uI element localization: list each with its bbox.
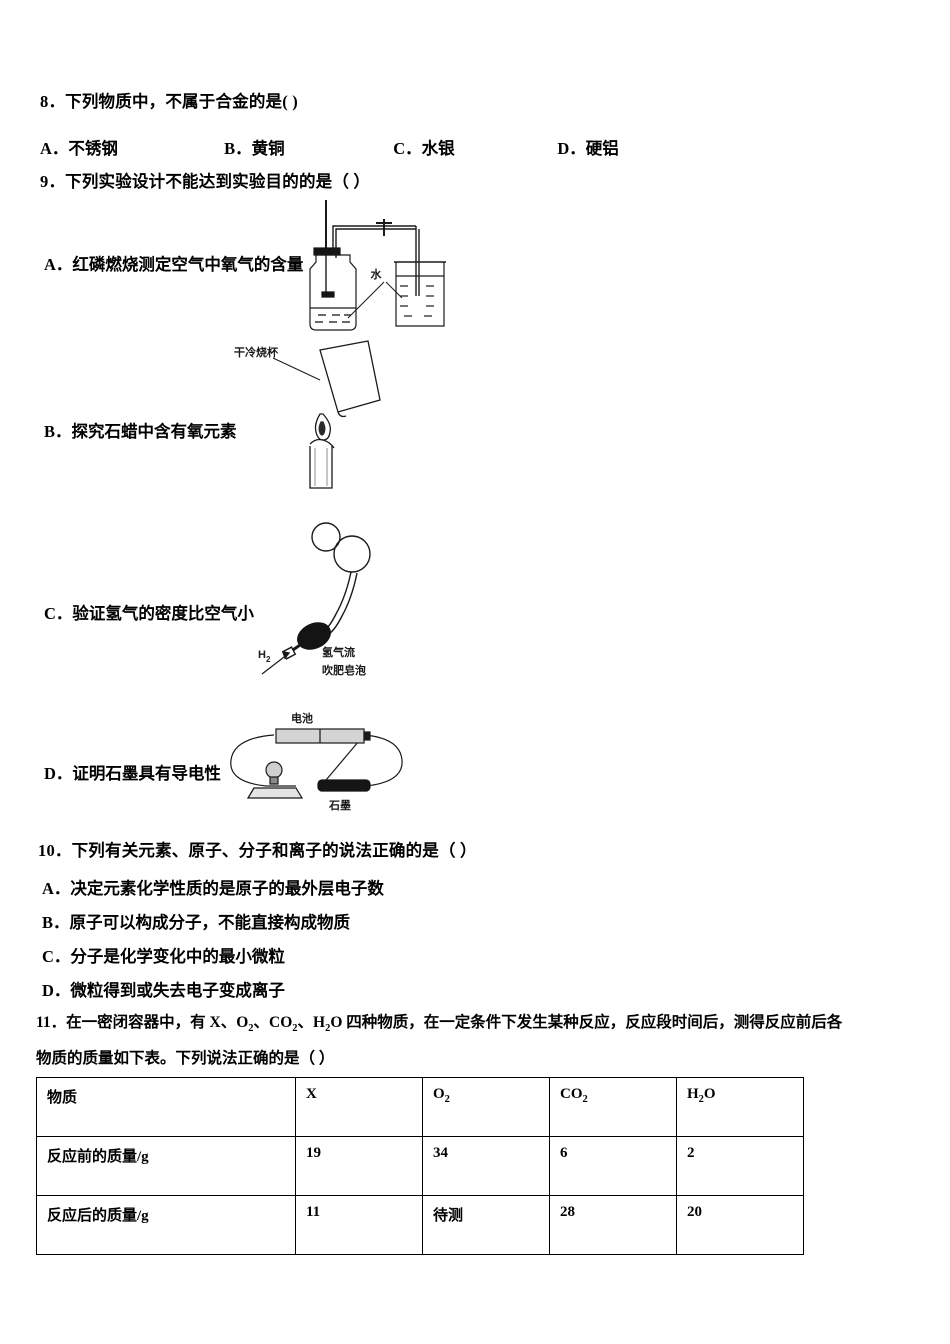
reaction-mass-table: 物质 X O2 CO2 H2O 反应前的质量/g 19 34 6 2 反应后的质… xyxy=(36,1077,804,1255)
option-d-label: D． xyxy=(557,139,586,158)
option-b-label: B． xyxy=(42,913,70,932)
option-b-text: 原子可以构成分子，不能直接构成物质 xyxy=(69,913,351,932)
table-row: 反应后的质量/g 11 待测 28 20 xyxy=(36,1195,804,1255)
option-c-label: C． xyxy=(44,604,73,623)
question-11-stem-line2: 物质的质量如下表。下列说法正确的是（ ） xyxy=(36,1050,335,1068)
figure-option-c-hydrogen-bubbles: H2 氢气流 吹肥皂泡 xyxy=(256,512,416,697)
cell-before-co2: 6 xyxy=(549,1136,677,1196)
option-d-label: D． xyxy=(42,981,71,1000)
figure-b-beaker-label: 干冷烧杯 xyxy=(234,345,279,359)
q11-part3: 、H xyxy=(297,1014,326,1031)
table-header-o2: O2 xyxy=(422,1077,550,1137)
option-d-text: 硬铝 xyxy=(585,139,619,158)
option-a-text: 决定元素化学性质的是原子的最外层电子数 xyxy=(70,879,384,898)
table-row: 反应前的质量/g 19 34 6 2 xyxy=(36,1136,804,1196)
option-c-label: C． xyxy=(393,139,422,158)
figure-option-a-oxygen-content: 水 xyxy=(296,196,456,336)
h2o-subscript: 2 xyxy=(698,1094,704,1105)
question-8-option-b: B．黄铜 xyxy=(224,135,389,159)
table-header-x: X xyxy=(295,1077,423,1137)
question-10-stem: 10．下列有关元素、原子、分子和离子的说法正确的是（ ） xyxy=(38,841,477,860)
question-9-option-c: C．验证氢气的密度比空气小 xyxy=(44,600,254,624)
figure-c-note-line2: 吹肥皂泡 xyxy=(322,663,366,677)
question-8-option-c: C．水银 xyxy=(393,135,553,159)
o2-subscript: 2 xyxy=(444,1094,450,1105)
figure-c-note-line1: 氢气流 xyxy=(322,645,355,659)
option-a-label: A． xyxy=(44,255,73,274)
co2-subscript: 2 xyxy=(582,1094,588,1105)
cell-after-o2: 待测 xyxy=(422,1195,550,1255)
option-a-text: 红磷燃烧测定空气中氧气的含量 xyxy=(72,255,304,274)
row-label-after: 反应后的质量/g xyxy=(36,1195,296,1255)
figure-d-battery-label: 电池 xyxy=(291,711,313,725)
question-8-stem: 8．下列物质中，不属于合金的是( ) xyxy=(40,92,298,111)
question-8-options: A．不锈钢 B．黄铜 C．水银 D．硬铝 xyxy=(40,135,920,159)
cell-after-h2o: 20 xyxy=(676,1195,804,1255)
figure-c-svg: H2 氢气流 吹肥皂泡 xyxy=(258,522,371,677)
option-c-text: 验证氢气的密度比空气小 xyxy=(72,604,254,623)
option-d-label: D． xyxy=(44,764,73,783)
question-9-option-d: D．证明石墨具有导电性 xyxy=(44,760,221,784)
option-a-label: A． xyxy=(42,879,71,898)
q11-part4: O 四种物质，在一定条件下发生某种反应，反应段时间后，测得反应前后各 xyxy=(330,1014,843,1031)
co2-symbol: CO xyxy=(560,1086,583,1102)
question-9-option-b: B．探究石蜡中含有氧元素 xyxy=(44,418,237,442)
figure-option-b-paraffin-oxygen: 干冷烧杯 xyxy=(228,336,408,506)
option-d-text: 证明石墨具有导电性 xyxy=(72,764,221,783)
table-header-substance: 物质 xyxy=(36,1077,296,1137)
question-11-stem-line1: 11．在一密闭容器中，有 X、O2、CO2、H2O 四种物质，在一定条件下发生某… xyxy=(36,1014,843,1035)
option-a-label: A． xyxy=(40,139,69,158)
figure-d-svg: 电池 石墨 xyxy=(230,711,403,812)
q11-sub3: 2 xyxy=(325,1023,331,1035)
figure-option-d-graphite-circuit: 电池 石墨 xyxy=(226,702,416,817)
q11-sub1: 2 xyxy=(248,1023,254,1035)
option-b-label: B． xyxy=(44,422,72,441)
cell-before-h2o: 2 xyxy=(676,1136,804,1196)
figure-a-svg: 水 xyxy=(309,200,446,331)
question-9-option-a: A．红磷燃烧测定空气中氧气的含量 xyxy=(44,251,303,275)
table-header-h2o: H2O xyxy=(676,1077,804,1137)
row-label-before: 反应前的质量/g xyxy=(36,1136,296,1196)
q11-part1: 11．在一密闭容器中，有 X、O xyxy=(36,1014,249,1031)
h2o-symbol-post: O xyxy=(703,1086,716,1102)
cell-after-co2: 28 xyxy=(549,1195,677,1255)
option-d-text: 微粒得到或失去电子变成离子 xyxy=(70,981,285,1000)
cell-before-x: 19 xyxy=(295,1136,423,1196)
figure-a-water-label: 水 xyxy=(371,267,383,281)
option-b-label: B． xyxy=(224,139,252,158)
table-header-row: 物质 X O2 CO2 H2O xyxy=(36,1077,804,1137)
q11-part2: 、CO xyxy=(253,1014,293,1031)
option-a-text: 不锈钢 xyxy=(68,139,118,158)
figure-c-gas-label: H2 xyxy=(258,649,271,664)
q11-sub2: 2 xyxy=(292,1023,298,1035)
question-8-option-a: A．不锈钢 xyxy=(40,135,220,159)
option-c-label: C． xyxy=(42,947,71,966)
figure-b-svg: 干冷烧杯 xyxy=(234,340,381,489)
option-b-text: 探究石蜡中含有氧元素 xyxy=(71,422,237,441)
h2o-symbol-pre: H xyxy=(687,1086,699,1102)
figure-d-graphite-label: 石墨 xyxy=(328,799,351,812)
table-header-co2: CO2 xyxy=(549,1077,677,1137)
option-c-text: 分子是化学变化中的最小微粒 xyxy=(70,947,285,966)
o2-symbol: O xyxy=(433,1086,445,1102)
question-10-option-a: A．决定元素化学性质的是原子的最外层电子数 xyxy=(42,875,384,899)
question-10-option-d: D．微粒得到或失去电子变成离子 xyxy=(42,977,285,1001)
option-b-text: 黄铜 xyxy=(251,139,285,158)
question-9-stem: 9．下列实验设计不能达到实验目的的是（ ） xyxy=(40,172,371,191)
question-8-option-d: D．硬铝 xyxy=(557,135,618,159)
question-10-option-c: C．分子是化学变化中的最小微粒 xyxy=(42,943,285,967)
question-10-option-b: B．原子可以构成分子，不能直接构成物质 xyxy=(42,909,350,933)
option-c-text: 水银 xyxy=(421,139,455,158)
question-11-stem: 11．在一密闭容器中，有 X、O2、CO2、H2O 四种物质，在一定条件下发生某… xyxy=(36,1008,926,1074)
cell-after-x: 11 xyxy=(295,1195,423,1255)
cell-before-o2: 34 xyxy=(422,1136,550,1196)
